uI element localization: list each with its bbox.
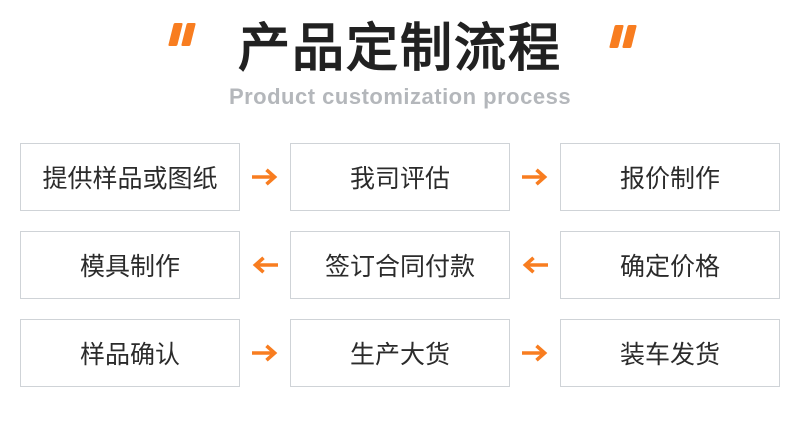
arrow-right-icon — [240, 143, 290, 211]
flow-step: 提供样品或图纸 — [20, 143, 240, 211]
arrow-right-icon — [510, 143, 560, 211]
arrow-left-icon — [240, 231, 290, 299]
flow-step: 样品确认 — [20, 319, 240, 387]
flow-step: 装车发货 — [560, 319, 780, 387]
arrow-right-icon — [510, 319, 560, 387]
flow-step: 生产大货 — [290, 319, 510, 387]
flow-step: 报价制作 — [560, 143, 780, 211]
flow-step: 签订合同付款 — [290, 231, 510, 299]
page-title: 产品定制流程 — [237, 20, 562, 78]
flow-step: 确定价格 — [560, 231, 780, 299]
page-subtitle: Product customization process — [228, 84, 572, 109]
flow-step: 模具制作 — [20, 231, 240, 299]
arrow-right-icon — [240, 319, 290, 387]
flow-step: 我司评估 — [290, 143, 510, 211]
flow-grid: 提供样品或图纸 我司评估 报价制作 模具制作 签订合同付款 确定价格 样品确认 … — [20, 143, 780, 387]
arrow-left-icon — [510, 231, 560, 299]
close-quote-icon — [609, 25, 637, 48]
